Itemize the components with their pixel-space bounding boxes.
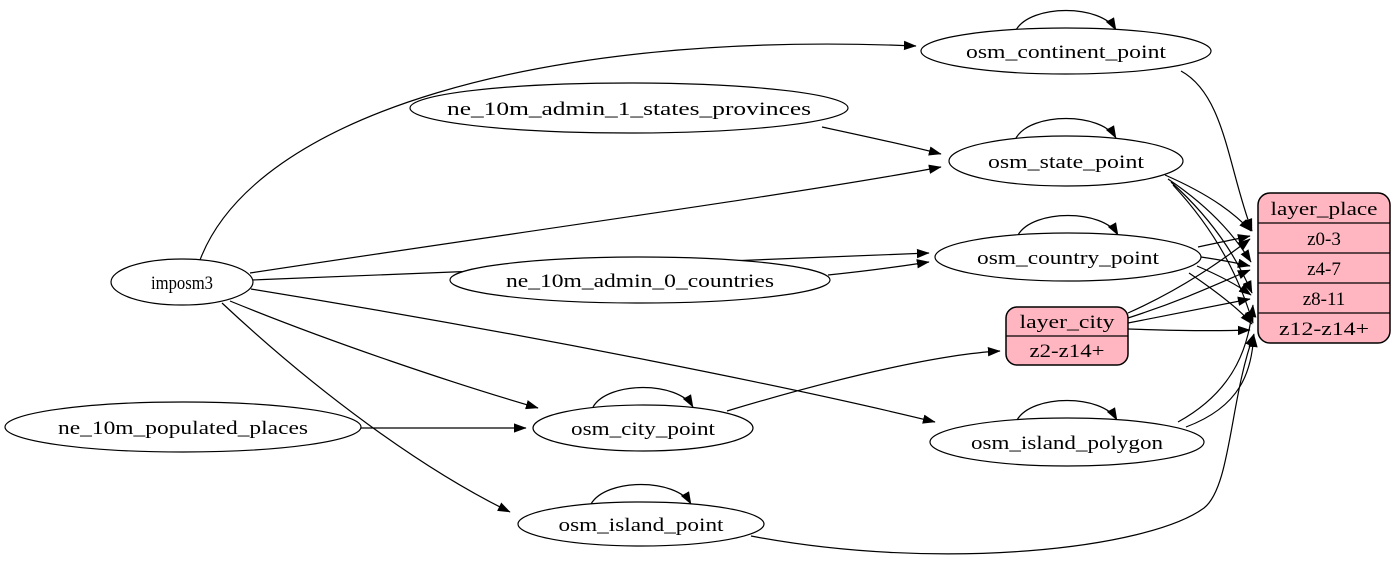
osm_city_point-shape (532, 404, 754, 452)
edge-osm_island_point-self (590, 483, 692, 505)
osm_state_point-label: osm_state_point (988, 152, 1145, 173)
edge-osm_city_point-layer_city (726, 346, 1001, 412)
edge-osm_country_point-z4-7 (1200, 256, 1251, 268)
layer_place-row-z8-11: z8-11 (1303, 289, 1346, 310)
edge-layer_city-z4-7 (1127, 269, 1251, 319)
edge-imposm3-osm_continent_point (199, 40, 917, 261)
edge-imposm3-osm_state_point (249, 164, 942, 274)
node-osm_city_point: osm_city_point (532, 404, 754, 452)
edge-layer_city-z12-z14 (1127, 325, 1251, 336)
ne_10m_admin_1_states_provinces-label: ne_10m_admin_1_states_provinces (447, 99, 811, 120)
layer_city-title: layer_city (1020, 312, 1116, 333)
ne_10m_populated_places-shape (4, 401, 362, 453)
edge-imposm3-osm_island_point (221, 302, 511, 513)
ne_10m_populated_places-label: ne_10m_populated_places (58, 418, 308, 439)
node-osm_state_point: osm_state_point (948, 135, 1184, 187)
edge-osm_continent_point-z0-3 (1180, 70, 1253, 232)
layer_place-row-z0-3: z0-3 (1307, 229, 1341, 250)
layer_place-title: layer_place (1271, 199, 1378, 220)
node-osm_continent_point: osm_continent_point (920, 27, 1212, 75)
edge-imposm3-osm_island_polygon (250, 288, 936, 424)
edge-osm_state_point-z0-3 (1164, 174, 1252, 232)
node-imposm3: imposm3 (110, 258, 254, 306)
ne_10m_admin_0_countries-shape (449, 256, 831, 304)
node-osm_island_polygon: osm_island_polygon (929, 417, 1205, 467)
node-layer_city: layer_city z2-z14+ (1005, 306, 1129, 366)
imposm3-shape (110, 258, 254, 306)
layer_city-row-z2-z14: z2-z14+ (1030, 341, 1105, 362)
imposm3-label: imposm3 (151, 273, 213, 294)
osm_city_point-label: osm_city_point (571, 419, 716, 440)
edge-ne_10m_admin_1_states_provinces-osm_state_point (821, 126, 942, 156)
osm_continent_point-label: osm_continent_point (966, 42, 1167, 63)
node-ne_10m_admin_1_states_provinces: ne_10m_admin_1_states_provinces (409, 82, 849, 134)
node-layer_place: layer_place z0-3 z4-7 z8-11 z12-z14+ (1257, 192, 1391, 344)
edge-osm_state_point-self (1015, 117, 1117, 139)
osm_country_point-label: osm_country_point (977, 248, 1160, 269)
edge-osm_continent_point-self (1015, 9, 1117, 31)
edge-osm_country_point-z8-11 (1196, 265, 1252, 296)
edge-osm_island_polygon-z8-11 (1177, 304, 1257, 423)
node-osm_island_point: osm_island_point (517, 501, 765, 547)
edge-osm_island_point-z12-z14 (750, 333, 1255, 555)
osm_island_point-label: osm_island_point (559, 515, 725, 536)
node-ne_10m_admin_0_countries: ne_10m_admin_0_countries (449, 256, 831, 304)
edge-imposm3-osm_city_point (229, 300, 539, 410)
edge-osm_state_point-z4-7 (1167, 178, 1252, 263)
ne_10m_admin_0_countries-label: ne_10m_admin_0_countries (506, 271, 774, 292)
node-ne_10m_populated_places: ne_10m_populated_places (4, 401, 362, 453)
ne_10m_admin_1_states_provinces-shape (409, 82, 849, 134)
edge-osm_country_point-z12-z14 (1188, 272, 1253, 325)
layer_place-row-z12-z14: z12-z14+ (1279, 319, 1369, 340)
edge-ne_10m_admin_0_countries-osm_country_point (827, 259, 930, 276)
edge-osm_country_point-self (1017, 214, 1119, 236)
edges (199, 9, 1258, 555)
node-osm_country_point: osm_country_point (934, 232, 1202, 282)
osm_island_polygon-label: osm_island_polygon (971, 433, 1164, 454)
osm_state_point-shape (948, 135, 1184, 187)
osm_island_point-shape (517, 501, 765, 547)
edge-layer_city-z0-3 (1127, 238, 1251, 314)
osm_island_polygon-shape (929, 417, 1205, 467)
osm_continent_point-shape (920, 27, 1212, 75)
edge-osm_island_polygon-self (1016, 399, 1118, 421)
edge-osm_country_point-z0-3 (1197, 234, 1251, 248)
layer_place-shape (1257, 192, 1391, 344)
layer_place-row-z4-7: z4-7 (1307, 259, 1341, 280)
edge-osm_city_point-self (592, 386, 694, 408)
osm_country_point-shape (934, 232, 1202, 282)
edge-layer_city-z8-11 (1127, 296, 1251, 324)
